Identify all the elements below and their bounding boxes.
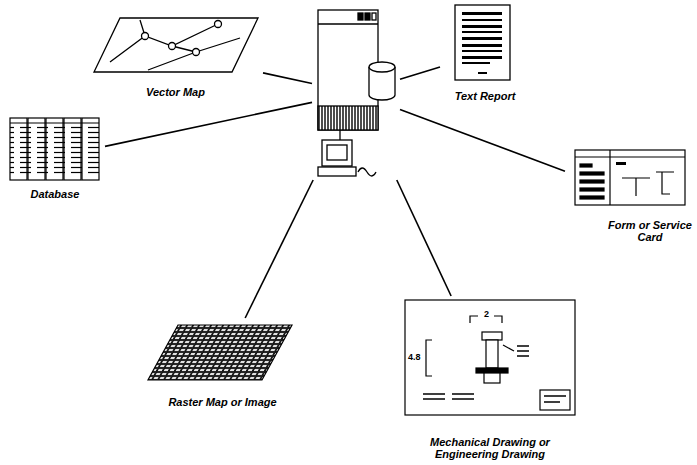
text-report-icon-part: [462, 25, 502, 28]
mechanical-drawing-icon-part: [476, 368, 508, 373]
node-label: Text Report: [455, 90, 516, 102]
text-report-icon: [455, 5, 510, 80]
connector-line: [263, 73, 312, 84]
computer-icon-part: [372, 13, 376, 20]
vector-map-icon-part: [142, 33, 149, 40]
mechanical-drawing-icon-part: [423, 394, 474, 399]
mechanical-drawing-icon-part: [405, 300, 575, 415]
computer-icon-part: [339, 130, 340, 140]
node-label: Form or Service Card: [608, 219, 692, 243]
vector-map-icon-part: [110, 24, 218, 62]
computer-icon-part: [358, 13, 363, 20]
computer-icon-part: [322, 140, 352, 166]
form-card-node: Form or Service Card: [565, 145, 692, 245]
vector-map-icon-part: [193, 49, 200, 56]
raster-map-icon: [148, 325, 292, 380]
form-card-icon-part: [616, 162, 626, 165]
text-report-icon-part: [462, 50, 502, 52]
mechanical-drawing-icon-part: [426, 340, 432, 376]
computer-node: [312, 6, 400, 180]
connector-line: [397, 180, 451, 296]
text-report-icon-part: [462, 19, 502, 21]
text-report-node: Text Report: [440, 2, 530, 104]
text-report-icon-part: [462, 37, 502, 40]
node-label: Raster Map or Image: [168, 396, 276, 408]
mechanical-drawing-icon-part: [486, 340, 498, 368]
connector-line: [105, 102, 312, 146]
mechanical-drawing-icon-part: [484, 373, 500, 383]
node-label: Database: [31, 188, 80, 200]
node-label: Vector Map: [146, 86, 205, 98]
computer-icon-part: [369, 62, 395, 72]
connector-line: [245, 180, 313, 318]
form-card-icon-part: [622, 172, 674, 196]
form-card-icon-part: [580, 180, 604, 183]
computer-icon-part: [318, 106, 378, 130]
text-report-icon-part: [462, 62, 490, 64]
text-report-icon-part: [462, 44, 502, 47]
mechanical-drawing-icon-part: [544, 396, 566, 402]
dimension-label: 2: [484, 309, 489, 319]
mechanical-drawing-icon-part: [503, 345, 514, 351]
vector-map-icon-part: [148, 38, 240, 70]
text-report-icon-part: [455, 5, 510, 80]
computer-icon-part: [358, 168, 376, 176]
form-card-icon: [575, 150, 685, 205]
text-report-icon-part: [462, 31, 502, 33]
form-card-icon-part: [580, 188, 604, 191]
mechanical-drawing-icon-part: [540, 390, 570, 410]
database-icon: [10, 118, 99, 180]
form-card-icon-part: [580, 172, 604, 175]
form-card-icon-part: [575, 156, 685, 157]
form-card-icon-part: [575, 150, 685, 205]
text-report-icon-part: [478, 72, 487, 74]
mechanical-drawing-icon: [405, 300, 575, 415]
mechanical-drawing-icon-part: [482, 332, 502, 340]
vector-map-icon-part: [169, 43, 176, 50]
mechanical-drawing-icon-part: [517, 346, 529, 356]
vector-map-icon: [94, 18, 258, 72]
form-card-icon-part: [580, 164, 592, 167]
form-card-icon-part: [580, 196, 604, 199]
node-label: Mechanical Drawing or Engineering Drawin…: [424, 436, 556, 460]
vector-map-icon-part: [94, 18, 258, 72]
connector-line: [400, 109, 565, 171]
computer-icon-part: [365, 13, 370, 20]
drawing-node: Mechanical Drawing or Engineering Drawin…: [400, 296, 580, 462]
vector-map-icon-part: [215, 21, 222, 28]
computer-icon: [318, 10, 395, 176]
computer-icon-part: [318, 23, 378, 24]
vector-map-node: Vector Map: [88, 8, 263, 100]
text-report-icon-part: [462, 56, 502, 59]
dimension-label: 4.8: [408, 352, 421, 362]
raster-map-icon-part: [148, 325, 292, 380]
raster-map-node: Raster Map or Image: [140, 318, 305, 410]
text-report-icon-part: [462, 12, 502, 15]
computer-icon-part: [318, 167, 356, 176]
database-icon-part: [10, 122, 99, 123]
database-icon-part: [10, 124, 99, 176]
connector-line: [400, 67, 440, 79]
database-node: Database: [5, 112, 105, 202]
form-card-icon-part: [609, 150, 610, 205]
computer-icon-part: [327, 145, 347, 160]
